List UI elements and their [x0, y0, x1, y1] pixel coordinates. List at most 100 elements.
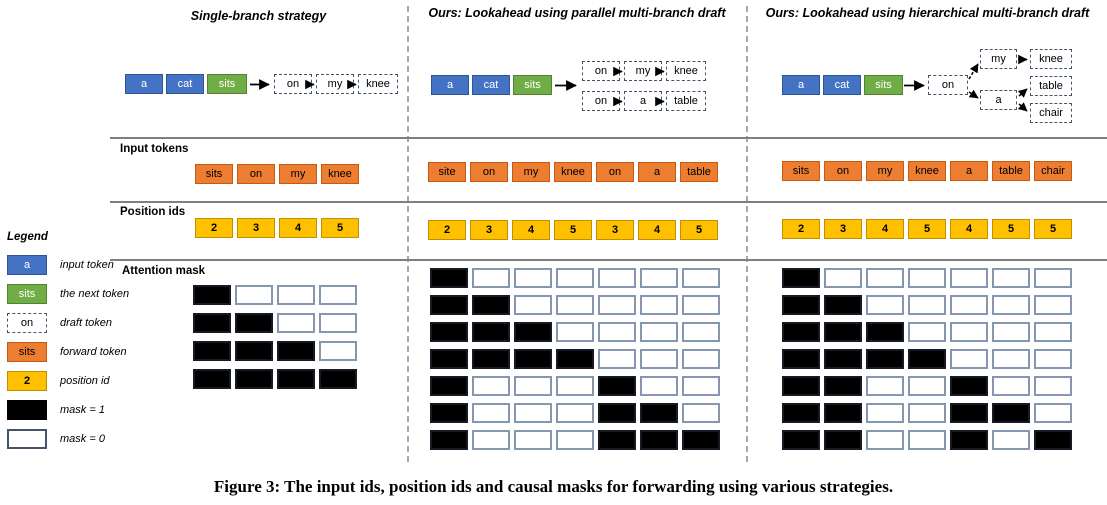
mask-cell: [782, 376, 820, 396]
mask-cell: [277, 285, 315, 305]
mask-cell: [1034, 430, 1072, 450]
mask-cell: [514, 376, 552, 396]
mask-cell: [598, 376, 636, 396]
draft-token: my: [316, 74, 354, 94]
mask-cell: [640, 430, 678, 450]
draft-token-sample: on: [7, 313, 47, 333]
mask-cell: [908, 322, 946, 342]
position-id-token: 3: [824, 219, 862, 239]
mask-cell: [866, 295, 904, 315]
forward-token: on: [237, 164, 275, 184]
mask-cell: [992, 322, 1030, 342]
mask-row: [782, 268, 1072, 288]
next-token: sits: [207, 74, 247, 94]
mask-cell: [235, 341, 273, 361]
mask-cell: [824, 403, 862, 423]
column-separator: [746, 6, 748, 462]
input-token: a: [431, 75, 469, 95]
next-token-sample: sits: [7, 284, 47, 304]
mask-cell: [950, 295, 988, 315]
forward-token: a: [950, 161, 988, 181]
position-id-token: 5: [908, 219, 946, 239]
position-id-token: 4: [950, 219, 988, 239]
input-token: a: [125, 74, 163, 94]
mask-cell: [430, 295, 468, 315]
mask-cell: [992, 349, 1030, 369]
position-id-token: 4: [866, 219, 904, 239]
legend-label: mask = 1: [60, 404, 105, 416]
mask-cell: [514, 403, 552, 423]
draft-token: my: [980, 49, 1017, 69]
mask-row: [782, 430, 1072, 450]
mask-cell: [514, 268, 552, 288]
mask-cell: [556, 430, 594, 450]
forward-token: knee: [908, 161, 946, 181]
mask-cell: [193, 313, 231, 333]
mask-cell: [682, 430, 720, 450]
mask-cell: [556, 295, 594, 315]
input-token: cat: [823, 75, 861, 95]
mask-cell: [430, 322, 468, 342]
mask-cell: [950, 349, 988, 369]
input-tokens-label: Input tokens: [120, 143, 189, 155]
input-token-sample: a: [7, 255, 47, 275]
mask-cell: [514, 295, 552, 315]
mask-cell: [277, 313, 315, 333]
draft-token: on: [274, 74, 312, 94]
mask-row: [430, 376, 720, 396]
legend-item-input-token: a input token: [7, 255, 129, 275]
mask-cell: [556, 322, 594, 342]
draft-token: knee: [358, 74, 398, 94]
legend-label: mask = 0: [60, 433, 105, 445]
position-id-token: 5: [992, 219, 1030, 239]
mask-row: [782, 403, 1072, 423]
mask-off-sample: [7, 429, 47, 449]
mask-cell: [824, 349, 862, 369]
mask-cell: [277, 341, 315, 361]
position-id-sample: 2: [7, 371, 47, 391]
mask-cell: [1034, 349, 1072, 369]
mask-row: [430, 349, 720, 369]
mask-cell: [472, 430, 510, 450]
legend-item-next-token: sits the next token: [7, 284, 129, 304]
mask-row: [782, 376, 1072, 396]
mask-cell: [640, 349, 678, 369]
draft-token: knee: [666, 61, 706, 81]
legend-item-forward-token: sits forward token: [7, 342, 129, 362]
mask-row: [430, 295, 720, 315]
mask-cell: [908, 349, 946, 369]
mask-cell: [430, 268, 468, 288]
mask-cell: [866, 322, 904, 342]
mask-cell: [598, 349, 636, 369]
mask-row: [782, 349, 1072, 369]
mask-cell: [950, 376, 988, 396]
position-id-token: 3: [596, 220, 634, 240]
mask-cell: [472, 376, 510, 396]
mask-cell: [992, 376, 1030, 396]
mask-cell: [556, 268, 594, 288]
mask-cell: [682, 349, 720, 369]
mask-cell: [866, 403, 904, 423]
mask-cell: [319, 369, 357, 389]
mask-row: [430, 322, 720, 342]
forward-token: my: [279, 164, 317, 184]
mask-row: [782, 322, 1072, 342]
draft-token: a: [980, 90, 1017, 110]
mask-cell: [319, 285, 357, 305]
legend-label: position id: [60, 375, 110, 387]
attention-mask-label: Attention mask: [122, 265, 206, 277]
mask-cell: [950, 403, 988, 423]
draft-token: table: [666, 91, 706, 111]
draft-token: table: [1030, 76, 1072, 96]
mask-cell: [598, 403, 636, 423]
mask-row: [193, 341, 357, 361]
mask-cell: [598, 430, 636, 450]
mask-cell: [1034, 403, 1072, 423]
mask-cell: [514, 322, 552, 342]
mask-cell: [235, 313, 273, 333]
mask-cell: [319, 313, 357, 333]
mask-cell: [950, 268, 988, 288]
